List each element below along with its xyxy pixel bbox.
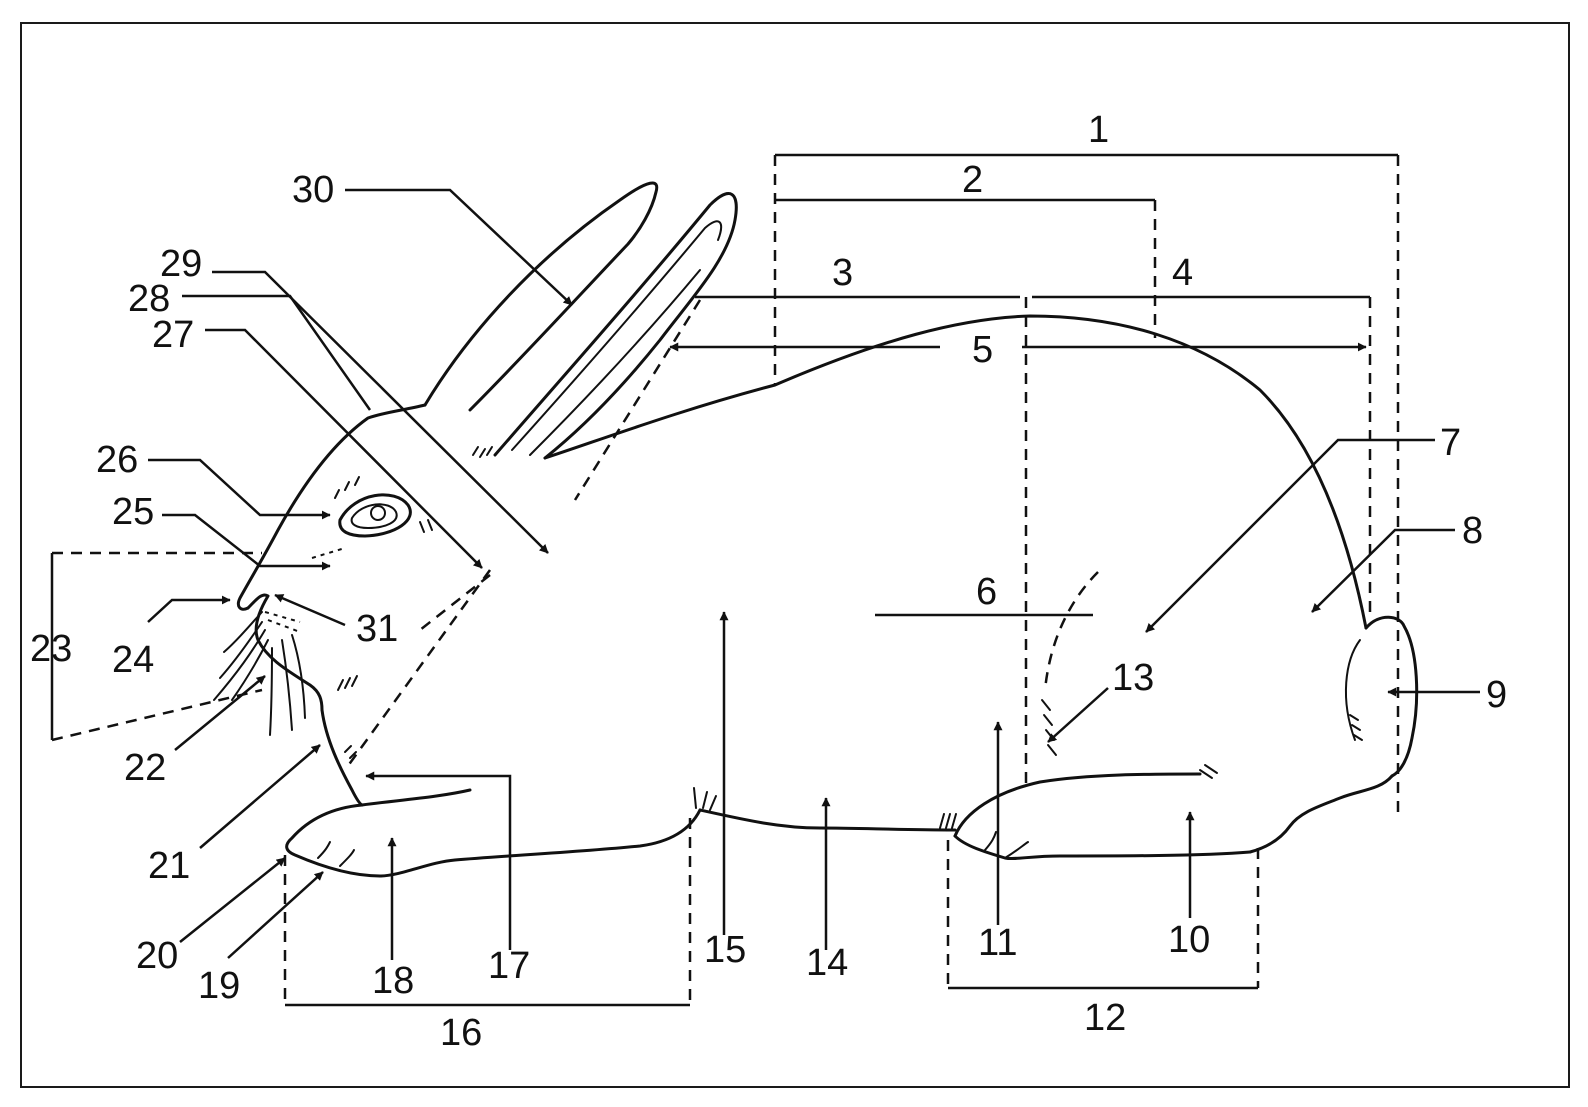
guide-23-bottom [51, 688, 263, 742]
label-10: 10 [1168, 919, 1210, 961]
rabbit-outline [213, 181, 1419, 878]
tail-fur-marks [1349, 714, 1363, 741]
front-ear-inner-line-2 [529, 269, 701, 456]
label-6: 6 [976, 571, 997, 613]
front-leg-outline [378, 808, 702, 878]
number-labels: 1 2 3 4 5 6 7 8 9 10 11 12 13 14 15 16 1… [30, 109, 1507, 1054]
hind-thigh-fur-marks [1199, 764, 1218, 779]
leader-29 [212, 270, 549, 554]
shoulder-dashed-line [343, 569, 492, 771]
tail-inner-line [1345, 639, 1361, 741]
front-ear-inner-line [511, 220, 723, 451]
label-29: 29 [160, 243, 202, 285]
label-7: 7 [1440, 422, 1461, 464]
measurement-guides [50, 153, 1400, 1007]
chin-fur-marks [337, 675, 358, 691]
eye-outer [338, 493, 412, 538]
hind-toe-marks [984, 831, 1029, 859]
leader-25 [162, 513, 331, 571]
belly-fur-marks [693, 787, 957, 829]
eye-lash-marks [334, 476, 433, 533]
throat-outline [320, 708, 364, 807]
eye-pupil [370, 505, 386, 521]
leader-30 [345, 188, 573, 306]
leader-24 [147, 595, 231, 623]
label-8: 8 [1462, 510, 1483, 552]
front-toe-marks [317, 841, 355, 867]
label-26: 26 [96, 439, 138, 481]
cheek-dashed-line [419, 574, 491, 631]
leader-20 [179, 857, 286, 943]
label-11: 11 [978, 922, 1017, 964]
label-17: 17 [488, 945, 530, 987]
back-outline [543, 314, 1368, 630]
leader-26 [148, 458, 331, 520]
eye-inner [350, 503, 398, 529]
cheek-dotted-line [311, 547, 346, 559]
label-18: 18 [372, 960, 414, 1002]
belly-outline [698, 808, 957, 832]
label-20: 20 [136, 935, 178, 977]
label-27: 27 [152, 314, 194, 356]
leader-17 [365, 771, 512, 950]
leader-31 [274, 593, 346, 627]
label-30: 30 [292, 169, 334, 211]
label-9: 9 [1486, 674, 1507, 716]
label-3: 3 [832, 252, 853, 294]
leader-7 [1145, 438, 1435, 633]
label-19: 19 [198, 965, 240, 1007]
label-22: 22 [124, 747, 166, 789]
nose-mouth-outline [246, 593, 324, 712]
label-31: 31 [356, 608, 398, 650]
label-2: 2 [962, 159, 983, 201]
leader-13 [1047, 687, 1109, 743]
head-outline [236, 403, 427, 611]
label-28: 28 [128, 278, 170, 320]
throat-fur-marks [344, 745, 357, 759]
neck-dashed-line [573, 299, 702, 501]
label-12: 12 [1084, 997, 1126, 1039]
ear-fur-marks [472, 446, 493, 458]
leader-22 [174, 675, 266, 751]
label-14: 14 [806, 942, 848, 984]
front-ear-outline [493, 192, 738, 460]
leader-arrows [147, 188, 1480, 960]
label-5: 5 [972, 329, 993, 371]
tail-outline [1364, 615, 1419, 778]
whiskers [213, 611, 306, 736]
muzzle-dots [264, 611, 301, 633]
label-21: 21 [148, 845, 190, 887]
leader-8 [1311, 528, 1455, 613]
hind-foot-outline [953, 834, 1252, 861]
leader-21 [199, 744, 321, 849]
hind-thigh-outline [953, 772, 1202, 838]
label-1: 1 [1088, 109, 1109, 151]
thigh-fur-marks [1041, 699, 1057, 756]
label-13: 13 [1112, 657, 1154, 699]
label-23: 23 [30, 628, 72, 670]
leader-19 [227, 871, 324, 959]
label-24: 24 [112, 639, 154, 681]
label-4: 4 [1172, 252, 1193, 294]
rump-outline [1248, 774, 1394, 854]
front-paw-outline [285, 788, 472, 878]
thigh-dotted-line [1043, 571, 1099, 691]
leader-28 [182, 294, 372, 411]
back-ear-outline [423, 181, 659, 412]
label-15: 15 [704, 929, 746, 971]
leader-27 [205, 328, 483, 569]
label-16: 16 [440, 1012, 482, 1054]
label-25: 25 [112, 491, 154, 533]
